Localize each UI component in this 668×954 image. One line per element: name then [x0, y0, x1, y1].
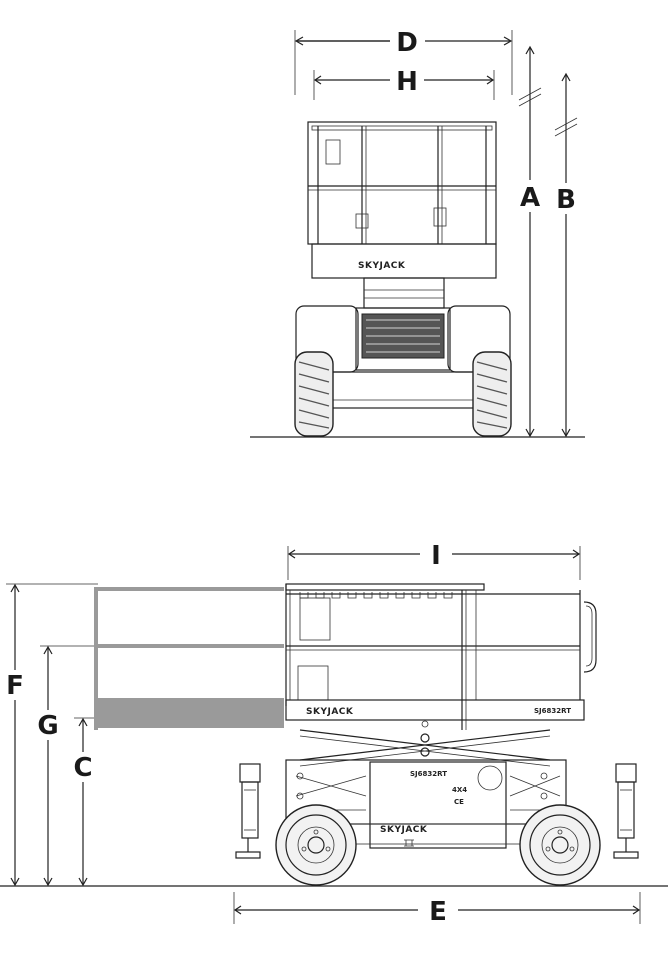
- side-view: I F G C: [0, 541, 668, 927]
- dimension-h: H: [313, 67, 495, 100]
- dimension-a: A: [518, 45, 542, 438]
- dim-label-c: C: [73, 753, 92, 783]
- front-wheel-left: [294, 351, 334, 437]
- chassis-model-label: SJ6832RT: [410, 770, 447, 778]
- dimension-i: I: [287, 541, 581, 580]
- drive-label: 4X4: [452, 786, 467, 794]
- side-scissor-stack: [299, 720, 551, 767]
- front-brand-label: SKYJACK: [358, 261, 406, 271]
- chassis-brand-label: SKYJACK: [380, 825, 428, 835]
- outrigger-right: [613, 763, 639, 859]
- front-platform: SKYJACK: [307, 121, 497, 279]
- side-wheel-right: [519, 804, 601, 886]
- platform-model-label: SJ6832RT: [534, 707, 571, 715]
- dimension-f: F: [6, 583, 98, 887]
- dim-label-h: H: [396, 67, 418, 97]
- outrigger-left: [235, 763, 261, 859]
- dim-label-g: G: [37, 711, 58, 741]
- dimension-c: C: [73, 717, 100, 887]
- dimension-g: G: [37, 645, 98, 887]
- dimension-e: E: [233, 892, 641, 927]
- front-wheel-right: [472, 351, 512, 437]
- dim-label-a: A: [520, 183, 540, 213]
- side-wheel-left: [275, 804, 357, 886]
- dimension-b: B: [554, 72, 578, 438]
- platform-brand-label: SKYJACK: [306, 707, 354, 717]
- front-chassis: [295, 305, 511, 409]
- dim-label-i: I: [431, 541, 441, 571]
- dim-label-e: E: [429, 897, 447, 927]
- front-view: D H A B: [250, 28, 585, 438]
- front-scissor-stack: [363, 277, 445, 309]
- side-platform: SKYJACK SJ6832RT: [285, 583, 597, 730]
- dim-label-f: F: [6, 671, 24, 701]
- extension-deck: [94, 587, 284, 730]
- dim-label-d: D: [396, 28, 418, 58]
- ce-mark: CE: [454, 798, 464, 806]
- dimension-d: D: [294, 28, 513, 95]
- dim-label-b: B: [556, 185, 576, 215]
